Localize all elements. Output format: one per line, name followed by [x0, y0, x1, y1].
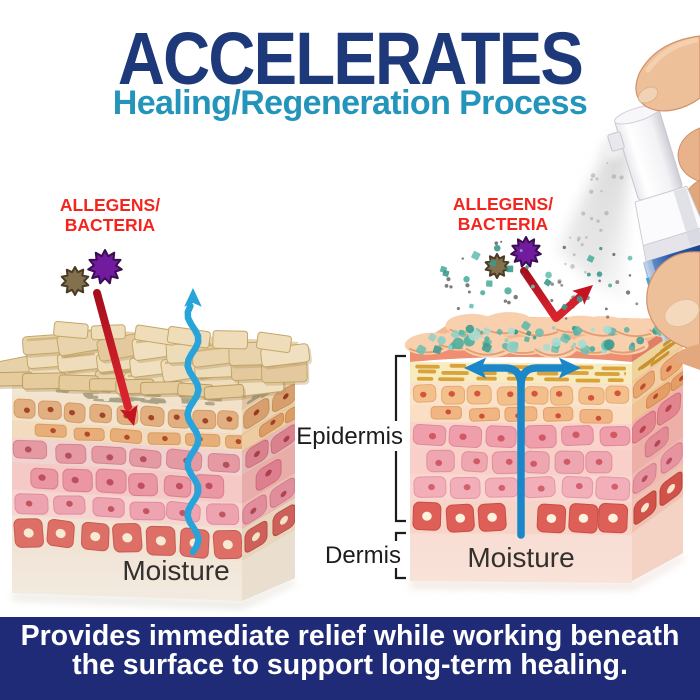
moisture-particles: [439, 240, 633, 311]
allergen-germ-icon: [87, 249, 123, 285]
bacteria-germ-icon: [484, 253, 510, 279]
right-block-moist-surface: [404, 312, 700, 362]
right-moisture-label: Moisture: [467, 542, 574, 573]
header: ACCELERATES Healing/Regeneration Process: [0, 0, 700, 122]
left-bacteria-arrow: [93, 289, 138, 426]
bottom-banner: Provides immediate relief while working …: [0, 617, 700, 700]
left-block-shadow: [12, 578, 295, 609]
right-skin-block: Moisture: [404, 312, 700, 590]
left-threat-label-line2: BACTERIA: [65, 215, 156, 235]
page-title: ACCELERATES: [117, 17, 584, 100]
left-skin-block: Moisture: [0, 321, 312, 609]
left-germ-icons: [60, 249, 123, 296]
dermis-bracket-bottom: [394, 568, 406, 580]
spray-mist: [550, 135, 639, 320]
right-block-shadow: [410, 554, 683, 590]
left-moisture-label: Moisture: [122, 555, 229, 586]
epidermis-label: Epidermis: [296, 423, 403, 450]
dermis-label: Dermis: [325, 542, 401, 569]
left-annotations: ALLEGENS/ BACTERIA: [60, 195, 202, 556]
right-threat-label-line1: ALLEGENS/: [453, 194, 553, 214]
hand-with-spray-bottle: [607, 35, 700, 370]
page-subtitle: Healing/Regeneration Process: [112, 84, 588, 122]
right-moisture-lock-arrow: [464, 357, 581, 539]
epidermis-bracket-top: [394, 354, 406, 421]
allergen-germ-icon: [510, 236, 542, 268]
right-germ-icons: [484, 236, 542, 279]
banner-text-line1: Provides immediate relief while working …: [20, 619, 680, 652]
left-block-dry-flakes: [0, 321, 312, 403]
left-threat-label-line1: ALLEGENS/: [60, 195, 160, 215]
layer-brackets: [394, 354, 406, 580]
left-moisture-escape-arrow: [184, 288, 202, 556]
right-annotations: ALLEGENS/ BACTERIA: [439, 194, 633, 539]
right-threat-label-line2: BACTERIA: [458, 214, 549, 234]
banner-text-line2: the surface to support long-term healing…: [72, 649, 628, 681]
bacteria-germ-icon: [60, 266, 90, 296]
dermis-bracket-top: [394, 531, 406, 541]
spray-nozzle: [607, 131, 625, 152]
epidermis-bracket-bottom: [394, 451, 406, 523]
